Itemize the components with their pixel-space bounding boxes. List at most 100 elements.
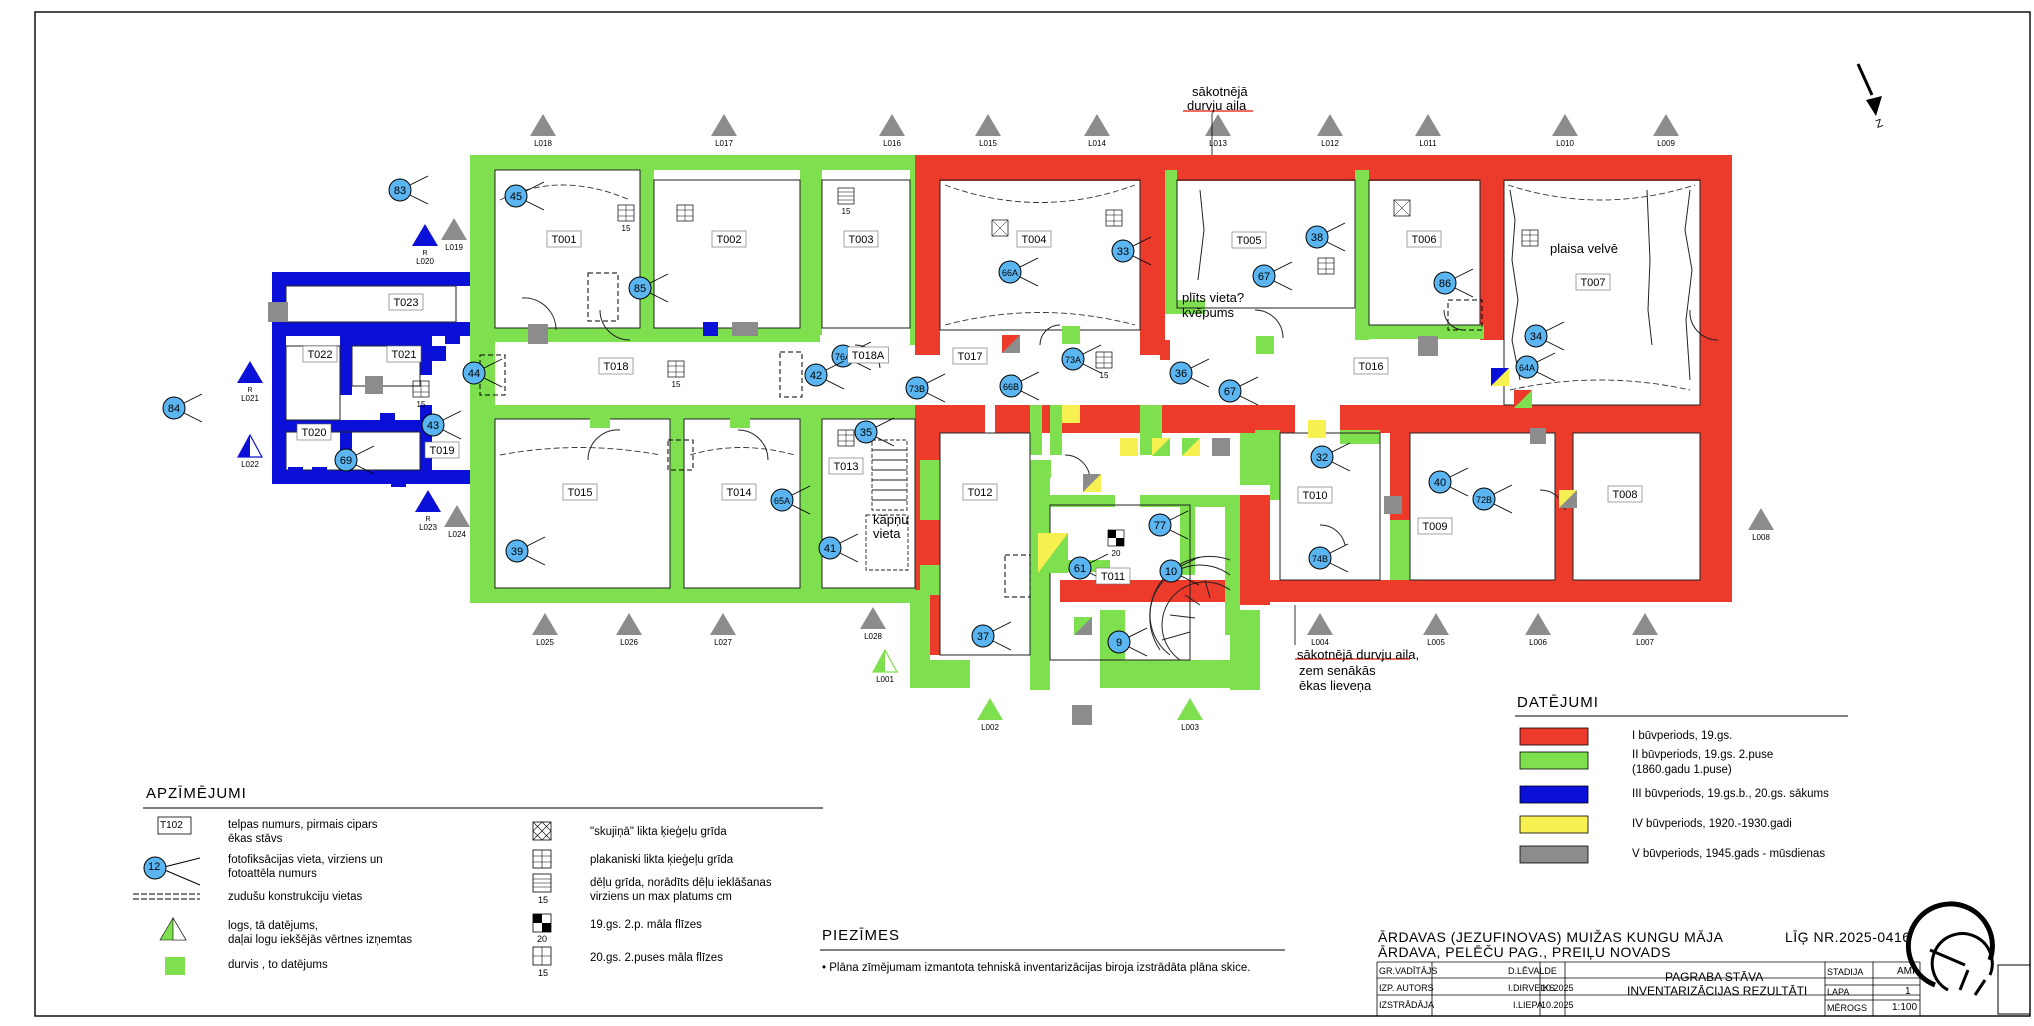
window-marker-l025: L025 bbox=[532, 613, 558, 647]
floor-symbol-plak bbox=[837, 429, 855, 447]
photo-marker-83: 83 bbox=[388, 175, 429, 205]
top-note-line2: durvju aila bbox=[1187, 98, 1247, 113]
legend-door-text: durvis , to datējums bbox=[228, 959, 328, 971]
window-marker-l005: L005 bbox=[1423, 613, 1449, 647]
svg-text:38: 38 bbox=[1311, 232, 1323, 244]
svg-text:66A: 66A bbox=[1002, 268, 1018, 278]
tb-date-2: 10.2025 bbox=[1541, 983, 1574, 993]
room-label-t008: T008 bbox=[1607, 485, 1643, 503]
photo-marker-85: 85 bbox=[628, 273, 669, 303]
door-marker bbox=[312, 467, 327, 482]
floor-symbol-plak: 15 bbox=[667, 360, 685, 389]
legend-photo-text2: fotoattēla numurs bbox=[228, 868, 317, 880]
tb-date-3: 10.2025 bbox=[1541, 1000, 1574, 1010]
floor-symbol-fr19: 20 bbox=[1107, 529, 1125, 558]
tb-name-2: I.DIRVEIKS bbox=[1508, 983, 1555, 993]
room-label-t011: T011 bbox=[1095, 567, 1131, 585]
svg-text:L022: L022 bbox=[241, 460, 259, 469]
room-label-t021: T021 bbox=[386, 345, 422, 363]
door-marker bbox=[1256, 336, 1274, 354]
svg-text:T005: T005 bbox=[1236, 235, 1261, 247]
door-marker bbox=[1002, 335, 1020, 353]
legend-window-text1: logs, tā datējums, bbox=[228, 920, 319, 932]
svg-text:15: 15 bbox=[842, 207, 851, 216]
door-marker bbox=[380, 413, 395, 428]
sheet-title-1: PAGRABA STĀVA bbox=[1665, 970, 1764, 984]
photo-marker-45: 45 bbox=[504, 181, 545, 211]
svg-text:L027: L027 bbox=[714, 638, 732, 647]
svg-text:L026: L026 bbox=[620, 638, 638, 647]
dating-swatch-3 bbox=[1519, 785, 1589, 804]
tb-name-1: D.LĒVALDE bbox=[1508, 966, 1557, 976]
window-marker-l010: L010 bbox=[1552, 114, 1578, 148]
room-label-t007: T007 bbox=[1575, 273, 1611, 291]
photo-markers: 4585834443698476A423573B413965A66A66B337… bbox=[162, 175, 1565, 657]
door-marker bbox=[730, 408, 750, 428]
legend-room-text1: telpas numurs, pirmais cipars bbox=[228, 819, 378, 831]
photo-marker-34: 34 bbox=[1524, 321, 1565, 351]
svg-text:T011: T011 bbox=[1101, 571, 1125, 583]
svg-text:L007: L007 bbox=[1636, 638, 1654, 647]
room-label-t005: T005 bbox=[1231, 231, 1267, 249]
room-label-t010: T010 bbox=[1297, 486, 1333, 504]
svg-text:L025: L025 bbox=[536, 638, 554, 647]
dating-item-5: V būvperiods, 1945.gads - mūsdienas bbox=[1632, 848, 1826, 860]
legend-fr19-text: 19.gs. 2.p. māla flīzes bbox=[590, 919, 702, 931]
dating-swatch-5 bbox=[1519, 845, 1589, 864]
room-label-t022: T022 bbox=[302, 345, 338, 363]
window-marker-l016: L016 bbox=[879, 114, 905, 148]
project-name: ĀRDAVAS (JEZUFINOVAS) MUIŽAS KUNGU MĀJA bbox=[1378, 929, 1724, 945]
logo bbox=[1905, 901, 2031, 1015]
dating-title: DATĒJUMI bbox=[1517, 694, 1599, 711]
svg-text:L001: L001 bbox=[876, 675, 894, 684]
svg-text:34: 34 bbox=[1530, 331, 1542, 343]
window-marker-l002: L002 bbox=[977, 698, 1003, 732]
room-label-t004: T004 bbox=[1016, 230, 1052, 248]
room-label-t023: T023 bbox=[388, 293, 424, 311]
window-marker-l026: L026 bbox=[616, 613, 642, 647]
svg-text:T015: T015 bbox=[567, 487, 592, 499]
legend-room-symbol: T102 bbox=[160, 820, 183, 831]
window-marker-l018: L018 bbox=[530, 114, 556, 148]
svg-text:L012: L012 bbox=[1321, 139, 1339, 148]
north-arrow bbox=[1856, 63, 1882, 116]
room-label-t001: T001 bbox=[546, 230, 582, 248]
dating-item-2b: (1860.gadu 1.puse) bbox=[1632, 764, 1732, 776]
photo-marker-38: 38 bbox=[1305, 222, 1346, 252]
svg-text:L011: L011 bbox=[1419, 139, 1437, 148]
svg-text:64A: 64A bbox=[1519, 363, 1535, 373]
svg-text:R: R bbox=[247, 387, 252, 394]
photo-marker-69: 69 bbox=[334, 445, 375, 475]
svg-text:T020: T020 bbox=[301, 427, 326, 439]
dating-item-4: IV būvperiods, 1920.-1930.gadi bbox=[1632, 818, 1792, 830]
legend-room-text2: ēkas stāvs bbox=[228, 833, 283, 845]
svg-text:T010: T010 bbox=[1302, 490, 1327, 502]
t005-note-line1: plīts vieta? bbox=[1182, 290, 1245, 305]
svg-text:37: 37 bbox=[977, 631, 989, 643]
svg-text:44: 44 bbox=[468, 368, 480, 380]
svg-text:15: 15 bbox=[417, 400, 426, 409]
svg-text:T023: T023 bbox=[393, 297, 418, 309]
legend-lost-text: zudušu konstrukciju vietas bbox=[228, 891, 363, 903]
t013-note-line2: vieta bbox=[873, 526, 901, 541]
tb-role-3: IZSTRĀDĀJA bbox=[1379, 1000, 1435, 1010]
photo-marker-41: 41 bbox=[818, 533, 859, 563]
dating-swatch-2 bbox=[1519, 751, 1589, 770]
svg-text:45: 45 bbox=[510, 191, 522, 203]
svg-text:67: 67 bbox=[1258, 271, 1270, 283]
svg-text:L010: L010 bbox=[1556, 139, 1574, 148]
svg-text:T001: T001 bbox=[551, 234, 576, 246]
top-note-line1: sākotnējā bbox=[1192, 84, 1248, 99]
svg-text:L017: L017 bbox=[715, 139, 733, 148]
svg-text:L014: L014 bbox=[1088, 139, 1106, 148]
legend-skujina-text: "skujiņā" likta ķieģeļu grīda bbox=[590, 826, 727, 838]
window-marker-l009: L009 bbox=[1653, 114, 1679, 148]
svg-text:77: 77 bbox=[1154, 520, 1166, 532]
svg-text:T012: T012 bbox=[967, 487, 992, 499]
svg-text:L028: L028 bbox=[864, 632, 882, 641]
photo-marker-9: 9 bbox=[1107, 627, 1148, 657]
svg-text:15: 15 bbox=[622, 224, 631, 233]
svg-text:73A: 73A bbox=[1065, 355, 1081, 365]
